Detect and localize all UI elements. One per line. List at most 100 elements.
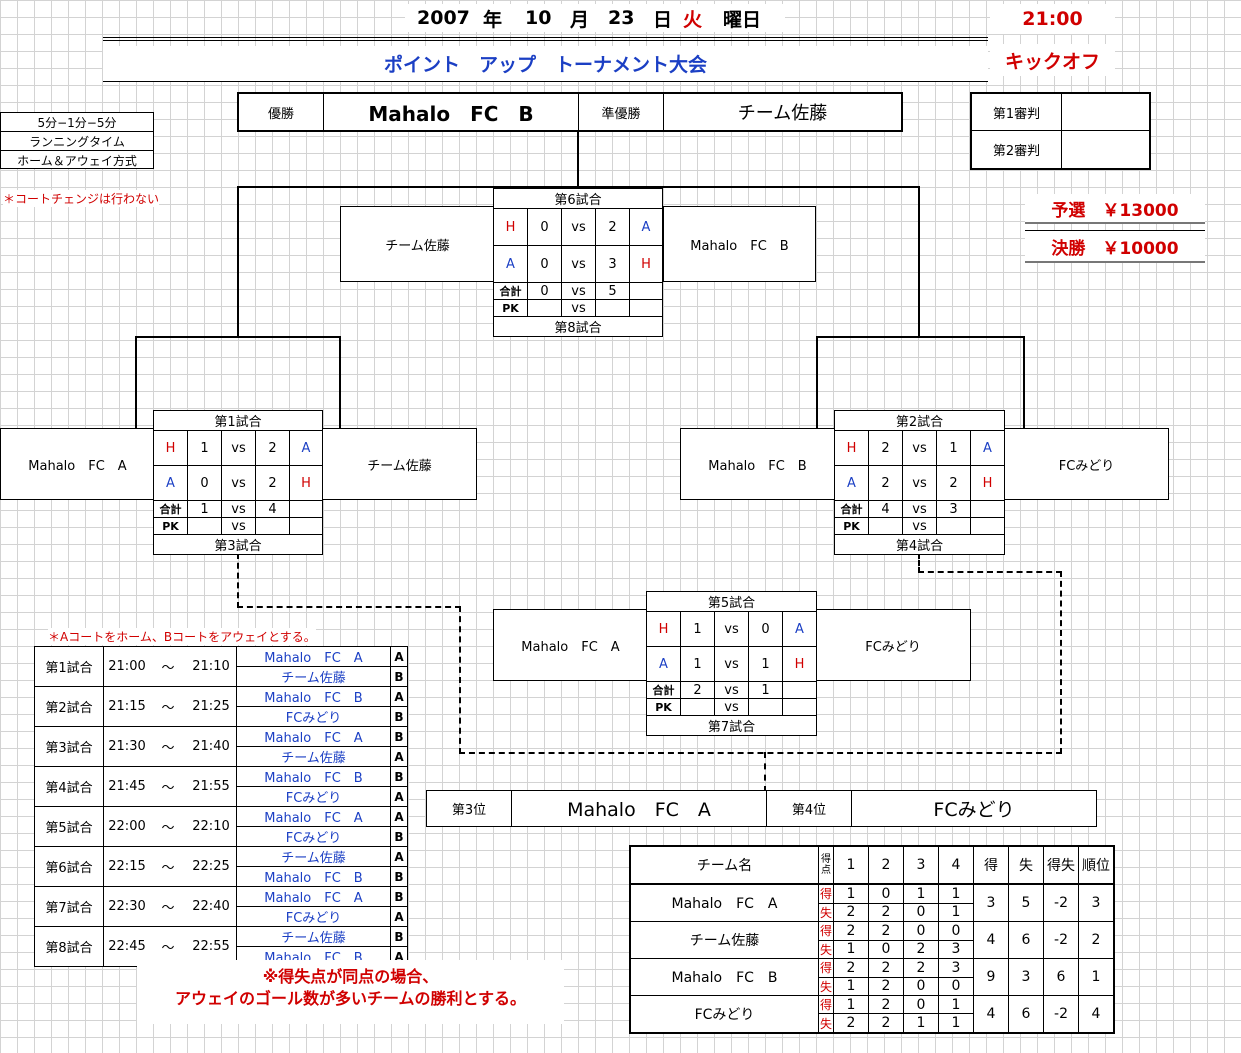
match2-right-team: FCみどり	[1004, 428, 1169, 500]
bracket-line	[1023, 336, 1025, 428]
bracket-line	[135, 336, 341, 338]
match6-r2-home: H	[629, 245, 663, 283]
match6-pk-label: PK	[493, 299, 528, 317]
year-unit: 年	[483, 8, 503, 31]
standings-gd: -2	[1043, 921, 1079, 959]
match4-title: 第4試合	[834, 534, 1005, 555]
runnerup-team: チーム佐藤	[737, 103, 828, 124]
against-cell: 3	[938, 939, 974, 959]
for-label: 得	[818, 921, 834, 941]
against-cell: 2	[868, 976, 904, 996]
schedule-team1: Mahalo FC A	[236, 646, 391, 667]
schedule-game: 第1試合	[34, 646, 104, 687]
against-cell: 2	[868, 902, 904, 922]
against-cell: 2	[868, 1013, 904, 1034]
match6-r1-score-b: 2	[595, 208, 630, 246]
rules-box: 5分−1分−5分 ランニングタイム ホーム＆アウェイ方式	[0, 112, 154, 169]
schedule-game: 第8試合	[34, 926, 104, 967]
match6-pk-a	[527, 299, 562, 317]
match6-pk-b	[595, 299, 630, 317]
bracket-line	[135, 336, 137, 428]
match1-r1-home: H	[153, 430, 188, 466]
bracket-line	[577, 132, 579, 188]
bracket-line	[237, 186, 920, 188]
match5-r1-vs: vs	[714, 611, 749, 647]
match6-r2-score-b: 3	[595, 245, 630, 283]
match6-r1-score-a: 0	[527, 208, 562, 246]
schedule-team1: Mahalo FC A	[236, 886, 391, 907]
bracket-line	[237, 186, 239, 338]
against-cell: 0	[903, 976, 939, 996]
match5-total-a: 2	[680, 681, 715, 699]
against-cell: 1	[833, 939, 869, 959]
tiebreak-note: ※得失点が同点の場合、 アウェイのゴール数が多いチームの勝利とする。	[137, 960, 564, 1024]
standings-gf: 4	[973, 921, 1009, 959]
match5-pk-a	[680, 698, 715, 716]
for-cell: 2	[868, 958, 904, 978]
kickoff-label: キックオフ	[990, 44, 1115, 76]
fourth-team: FCみどり	[933, 799, 1015, 821]
schedule-game: 第5試合	[34, 806, 104, 847]
schedule-start: 21:30	[103, 726, 150, 767]
schedule-court1: B	[390, 926, 408, 947]
schedule-court1: B	[390, 886, 408, 907]
match5-r2-score-b: 1	[748, 646, 783, 682]
match5-pk-label: PK	[646, 698, 681, 716]
header-gf: 得	[973, 845, 1009, 885]
against-cell: 1	[938, 902, 974, 922]
title-rule-top	[103, 37, 988, 41]
match1-r1-away: A	[289, 430, 323, 466]
match5-r2-away: A	[646, 646, 681, 682]
schedule-team1: Mahalo FC A	[236, 806, 391, 827]
schedule-court2: B	[390, 706, 408, 727]
final-results: 優勝 Mahalo FC B 準優勝 チーム佐藤	[237, 92, 903, 132]
match1-total-vs: vs	[221, 500, 256, 518]
schedule-team1: チーム佐藤	[236, 846, 391, 867]
against-cell: 1	[938, 1013, 974, 1034]
schedule-tilde: 〜	[150, 766, 186, 807]
header-gd: 得失	[1043, 845, 1079, 885]
schedule-team1: Mahalo FC B	[236, 766, 391, 787]
schedule-end: 22:25	[186, 846, 237, 887]
match2-total-label: 合計	[834, 500, 869, 518]
schedule-court1: B	[390, 726, 408, 747]
schedule-court2: B	[390, 866, 408, 887]
schedule-court2: A	[390, 746, 408, 767]
schedule-start: 21:00	[103, 646, 150, 687]
date-line: 2007 年 10 月 23 日 火 曜日	[405, 4, 785, 32]
schedule-court1: B	[390, 766, 408, 787]
schedule-team1: チーム佐藤	[236, 926, 391, 947]
standings-gd: -2	[1043, 995, 1079, 1034]
match6-total-label: 合計	[493, 282, 528, 300]
referee-table: 第1審判 第2審判	[970, 92, 1151, 170]
match1-left-team: Mahalo FC A	[0, 428, 155, 500]
match1-pk-label: PK	[153, 517, 188, 535]
month: 10	[525, 7, 552, 29]
bracket-line	[339, 336, 341, 428]
match5-total-vs: vs	[714, 681, 749, 699]
winner-label: 優勝	[239, 94, 324, 130]
prelim-fee: 予選 ￥13000	[1025, 194, 1205, 224]
against-cell: 0	[868, 939, 904, 959]
schedule-end: 21:40	[186, 726, 237, 767]
match2-total-b: 3	[936, 500, 971, 518]
schedule-court2: A	[390, 786, 408, 807]
schedule-start: 22:45	[103, 926, 150, 967]
standings-rank: 2	[1078, 921, 1115, 959]
rule-home-away: ホーム＆アウェイ方式	[17, 153, 137, 168]
against-cell: 1	[903, 1013, 939, 1034]
schedule-team2: FCみどり	[236, 706, 391, 727]
schedule-end: 22:10	[186, 806, 237, 847]
kickoff-time: 21:00	[990, 4, 1115, 34]
month-unit: 月	[570, 8, 590, 31]
third-fourth-results: 第3位 Mahalo FC A 第4位 FCみどり	[426, 790, 1097, 827]
bracket-line	[816, 336, 818, 428]
for-cell: 1	[833, 994, 869, 1015]
